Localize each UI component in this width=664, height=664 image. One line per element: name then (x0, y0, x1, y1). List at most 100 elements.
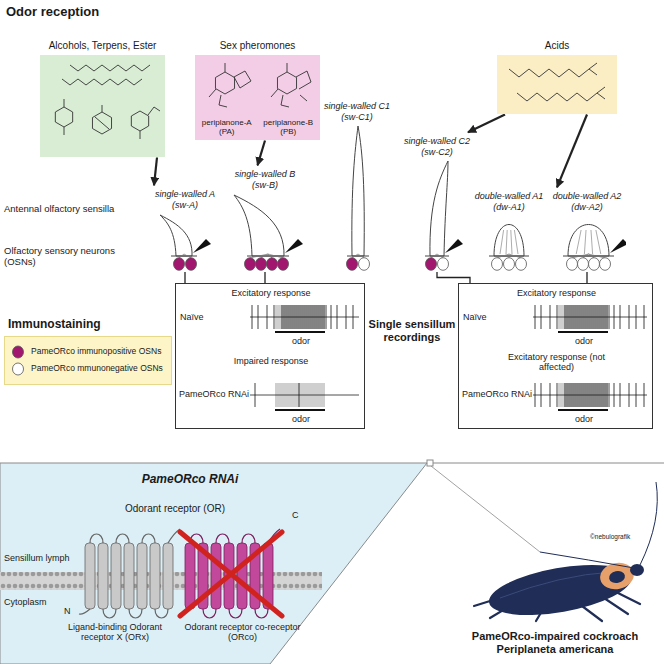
drawing-part (585, 305, 586, 329)
drawing-part (587, 305, 588, 329)
drawing-part (425, 256, 449, 257)
drawing-part (620, 383, 621, 407)
annotation-label: C (292, 510, 302, 520)
drawing-part (573, 305, 574, 329)
drawing-part (609, 383, 610, 407)
drawing-part (247, 256, 289, 257)
drawing-part (85, 543, 95, 609)
drawing-part (278, 258, 289, 271)
drawing-part (90, 534, 168, 618)
annotation-label: Single sensillum recordings (368, 318, 456, 343)
drawing-part (304, 305, 305, 329)
drawing-part (252, 305, 253, 329)
annotation-label: Sensillum lymph (4, 553, 84, 563)
drawing-part (306, 305, 307, 329)
drawing-part (589, 63, 597, 75)
drawing-part (601, 383, 602, 407)
panel-title: PameORco RNAi (90, 473, 290, 487)
drawing-part (569, 383, 570, 407)
stimulus-arrow (557, 115, 587, 188)
recording-line (586, 272, 587, 283)
drawing-part (294, 305, 295, 329)
drawing-part (603, 305, 604, 329)
drawing-part (573, 383, 574, 407)
compound-name: periplanone-A (PA) (197, 118, 257, 136)
molecule-sketch (509, 63, 605, 101)
annotation-label: Odorant receptor co-receptor (ORco) (180, 622, 305, 643)
drawing-part (601, 305, 602, 329)
drawing-part (541, 305, 542, 329)
annotation-label: PameORco-impaired cockroach Periplaneta … (450, 630, 660, 655)
drawing-part (593, 305, 594, 329)
drawing-part (171, 256, 197, 257)
annotation-label: ©nebulografik (590, 533, 660, 540)
drawing-part (603, 383, 604, 407)
drawing-part (597, 305, 598, 329)
drawing-part (322, 305, 323, 329)
recording-electrode (445, 239, 463, 253)
rnai-svg (0, 463, 430, 664)
drawing-part (282, 305, 283, 329)
drawing-part (288, 305, 289, 329)
rnai-panel-outline (0, 463, 427, 664)
drawing-part (209, 63, 251, 107)
drawing-part (284, 305, 285, 329)
response-heading: Excitatory response (not affected) (499, 352, 614, 373)
drawing-part (160, 215, 192, 256)
drawing-part (131, 111, 148, 131)
sensillum-type-label: double-walled A2 (dw-A2) (548, 191, 626, 212)
drawing-part (575, 383, 576, 407)
drawing-part (55, 107, 72, 127)
drawing-part (234, 195, 284, 256)
drawing-part (292, 305, 293, 329)
molecule-layer (40, 55, 165, 157)
drawing-part (504, 258, 515, 271)
annotation-label: N (64, 606, 74, 616)
drawing-part (565, 305, 566, 329)
drawing-part (237, 543, 247, 609)
recording-electrode (610, 239, 626, 253)
drawing-part (589, 383, 590, 407)
drawing-part (267, 305, 268, 329)
sensillum-type-label: single-walled A (sw-A) (146, 189, 224, 210)
stimulus-label: odor (276, 414, 326, 424)
drawing-part (614, 383, 615, 407)
drawing-part (337, 305, 338, 329)
drawing-part (567, 258, 578, 271)
molecule-sketch (209, 63, 311, 107)
sensillum-drawing (160, 215, 211, 270)
drawing-part (644, 383, 645, 407)
drawing-part (517, 93, 597, 101)
drawing-part (111, 543, 121, 609)
drawing-part (98, 543, 108, 609)
recording-panel: Excitatory responseNaïveodorImpaired res… (175, 283, 365, 429)
drawing-part (563, 256, 614, 257)
sensillum-drawing (489, 225, 529, 271)
drawing-part (174, 258, 185, 271)
drawing-part (577, 305, 578, 329)
drawing-part (500, 572, 612, 598)
drawing-part (583, 305, 584, 329)
drawing-part (326, 305, 327, 329)
drawing-part (620, 305, 621, 329)
drawing-part (314, 305, 315, 329)
drawing-part (568, 225, 609, 257)
drawing-part (599, 383, 600, 407)
sensillum: single-walled C2 (sw-C2) (398, 133, 476, 272)
odorant-box-fill (497, 55, 617, 114)
sensillum: double-walled A1 (dw-A1) (470, 188, 548, 272)
drawing-part (352, 126, 364, 256)
drawing-part (579, 305, 580, 329)
drawing-part (516, 258, 527, 271)
drawing-part (629, 383, 630, 407)
drawing-part (558, 331, 608, 333)
odorant-class-label: Acids (497, 40, 617, 52)
sensillum-svg (146, 212, 224, 272)
molecule-sketch (55, 65, 160, 139)
annotation-label: Antennal olfactory sensilla (4, 204, 144, 215)
odorant-box: Sex pheromonesperiplanone-A (PA)periplan… (195, 40, 320, 140)
annotation-label: Cytoplasm (4, 597, 64, 607)
drawing-part (565, 383, 566, 407)
drawing-part (64, 99, 65, 135)
drawing-part (438, 258, 449, 271)
